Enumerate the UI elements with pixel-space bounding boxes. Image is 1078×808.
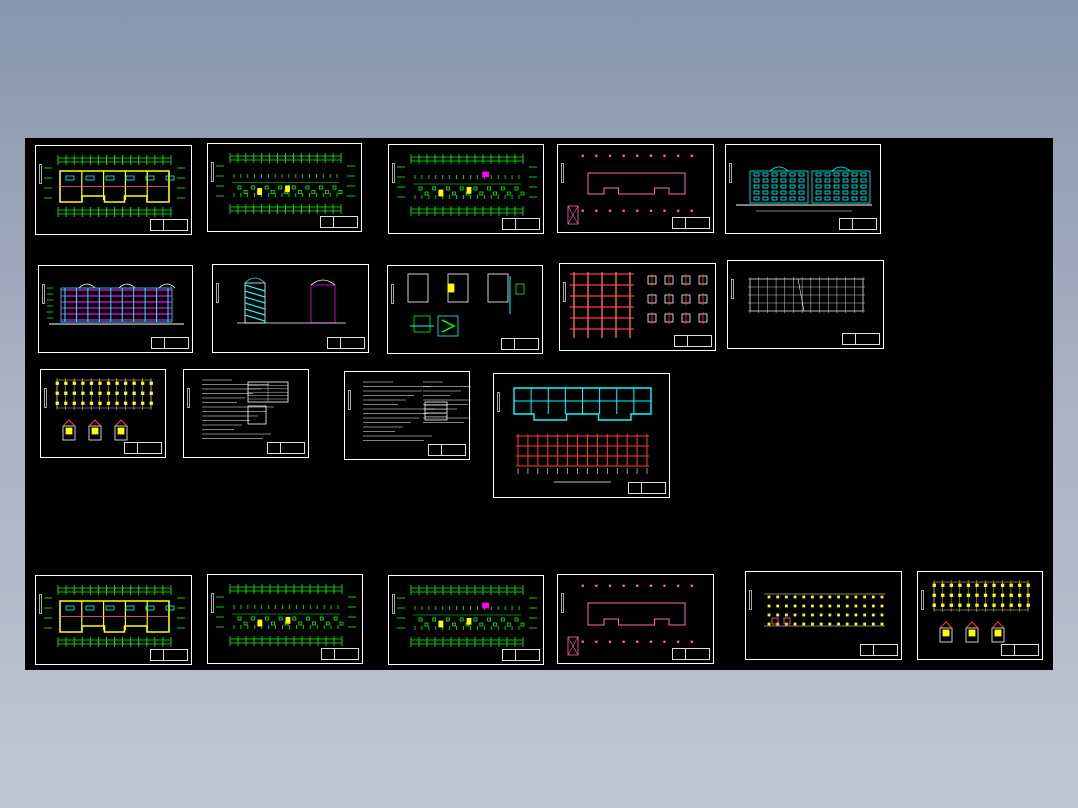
- title-block: [674, 335, 712, 347]
- notes-drawing-icon: [202, 379, 289, 439]
- column-plan-drawing-icon: [764, 593, 885, 627]
- sheet-s16[interactable]: [207, 574, 363, 664]
- elevation-drawing-icon: [736, 166, 872, 212]
- title-block: [502, 649, 540, 661]
- sheet-s1[interactable]: [35, 145, 192, 235]
- sheet-s11[interactable]: [40, 369, 166, 458]
- grid-drawing-icon: [748, 277, 865, 313]
- sheet-s8[interactable]: [387, 265, 543, 354]
- floor-plan-drawing-icon: [216, 584, 356, 646]
- sheet-s14[interactable]: [493, 373, 670, 498]
- binding-strip: [39, 164, 42, 184]
- binding-strip: [348, 390, 351, 410]
- structure-drawing-icon: [570, 272, 708, 338]
- sheet-s10[interactable]: [727, 260, 884, 349]
- binding-strip: [187, 388, 190, 408]
- title-block: [267, 442, 305, 454]
- sheet-s13[interactable]: [344, 371, 471, 460]
- floor-plan-drawing-icon: [44, 585, 185, 647]
- sheet-s5[interactable]: [725, 144, 881, 234]
- binding-strip: [392, 594, 395, 614]
- floor-plan-drawing-icon: [397, 585, 537, 647]
- binding-strip: [211, 162, 214, 182]
- sheet-s7[interactable]: [212, 264, 369, 353]
- sheet-s20[interactable]: [917, 571, 1043, 660]
- beam-plan-drawing-icon: [513, 387, 652, 483]
- roof-plan-drawing-icon: [567, 584, 693, 656]
- floor-plan-drawing-icon: [216, 153, 355, 214]
- binding-strip: [561, 593, 564, 613]
- title-block: [842, 333, 880, 345]
- sheet-s4[interactable]: [557, 144, 714, 233]
- sheet-s15[interactable]: [35, 575, 192, 665]
- title-block: [150, 649, 188, 661]
- binding-strip: [391, 284, 394, 304]
- title-block: [150, 219, 188, 231]
- title-block: [502, 218, 540, 230]
- binding-strip: [749, 590, 752, 610]
- title-block: [1001, 644, 1039, 656]
- section-drawing-icon: [237, 277, 346, 324]
- title-block: [124, 442, 162, 454]
- title-block: [151, 337, 189, 349]
- title-block: [672, 217, 710, 229]
- binding-strip: [563, 282, 566, 302]
- title-block: [320, 216, 358, 228]
- binding-strip: [216, 283, 219, 303]
- sheet-s17[interactable]: [388, 575, 544, 665]
- binding-strip: [561, 163, 564, 183]
- floor-plan-drawing-icon: [44, 155, 185, 217]
- binding-strip: [497, 392, 500, 412]
- binding-strip: [44, 388, 47, 408]
- binding-strip: [731, 279, 734, 299]
- title-block: [428, 444, 466, 456]
- binding-strip: [921, 590, 924, 610]
- title-block: [501, 338, 539, 350]
- elevation-drawing-icon: [47, 283, 184, 325]
- sheet-s18[interactable]: [557, 574, 714, 664]
- sheet-s3[interactable]: [388, 144, 544, 234]
- title-block: [860, 644, 898, 656]
- title-block: [839, 218, 877, 230]
- foundation-drawing-icon: [55, 378, 153, 441]
- binding-strip: [42, 284, 45, 304]
- title-block: [672, 648, 710, 660]
- title-block: [321, 648, 359, 660]
- title-block: [628, 482, 666, 494]
- binding-strip: [211, 593, 214, 613]
- binding-strip: [39, 594, 42, 614]
- foundation-drawing-icon: [932, 580, 1030, 643]
- floor-plan-drawing-icon: [397, 154, 537, 216]
- sheet-s6[interactable]: [38, 265, 193, 353]
- drawing-canvas[interactable]: [25, 138, 1053, 670]
- detail-drawing-icon: [407, 273, 525, 337]
- binding-strip: [392, 163, 395, 183]
- roof-plan-drawing-icon: [567, 154, 693, 225]
- sheet-s2[interactable]: [207, 143, 362, 232]
- notes-drawing-icon: [363, 381, 471, 441]
- sheet-s9[interactable]: [559, 263, 716, 351]
- title-block: [327, 337, 365, 349]
- sheet-s12[interactable]: [183, 369, 309, 458]
- sheet-s19[interactable]: [745, 571, 902, 660]
- binding-strip: [729, 163, 732, 183]
